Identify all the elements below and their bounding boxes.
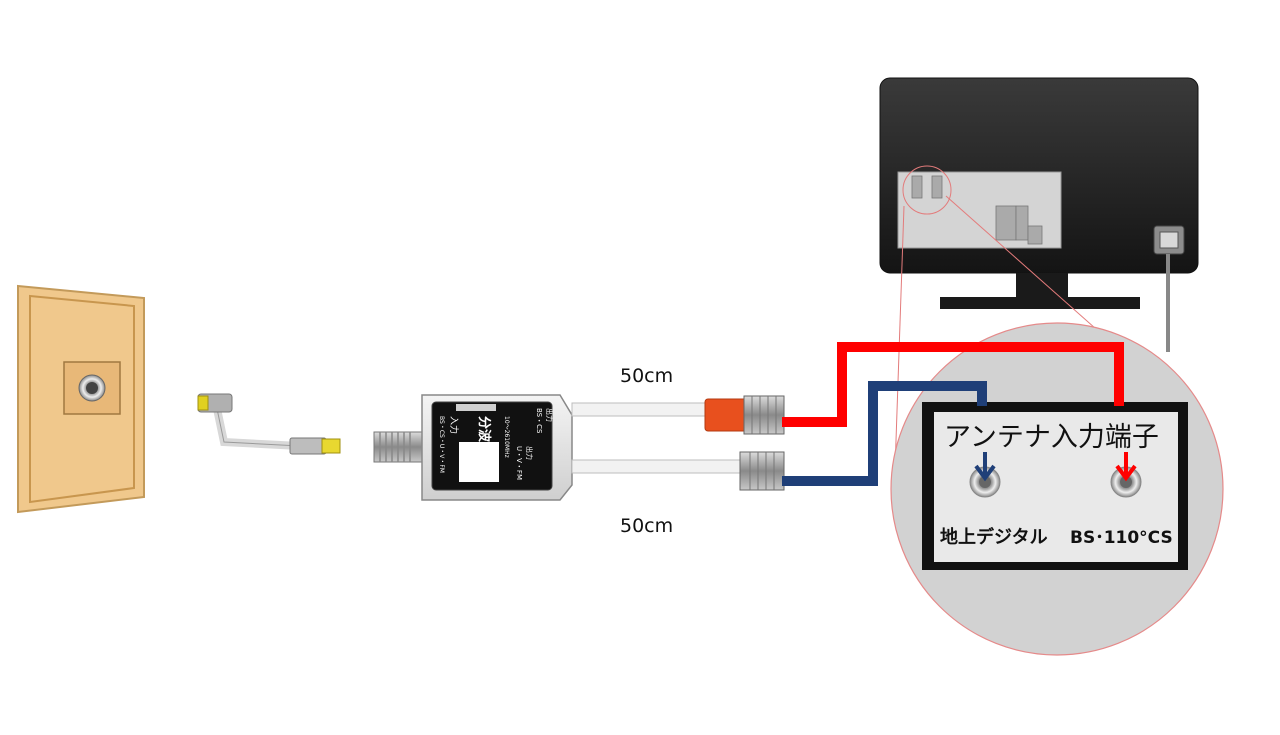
- terrestrial-cable-connector: [739, 451, 785, 491]
- terrestrial-arrow: [974, 452, 996, 482]
- splitter-input-label: 入力: [448, 416, 460, 434]
- bs-signal-wire: [782, 342, 1124, 427]
- splitter-output-right: BS・CS: [535, 408, 543, 434]
- zoomed-antenna-terminals: アンテナ入力端子 地上デジタル BS･110°CS: [890, 322, 1224, 656]
- splitter-pass-note: 10～2610MHz: [503, 416, 510, 458]
- bs-label: BS･110°CS: [1070, 528, 1173, 548]
- television: [879, 77, 1199, 352]
- terrestrial-signal-wire: [782, 381, 987, 486]
- output-cables: [571, 402, 743, 474]
- antenna-input-title: アンテナ入力端子: [944, 422, 1159, 453]
- splitter-input-bands: BS・CS・U・V・FM: [438, 416, 445, 473]
- bs-cable-connector: [704, 395, 785, 435]
- cable-length-top: 50cm: [620, 365, 673, 387]
- l-plug-cable: [197, 393, 341, 455]
- splitter-output-right-sub: 出力: [545, 408, 554, 422]
- terrestrial-label: 地上デジタル: [940, 526, 1048, 548]
- splitter-title: 分波器: [476, 416, 492, 456]
- bs-arrow: [1115, 452, 1137, 482]
- splitter-output-left-sub: 出力: [525, 446, 534, 460]
- splitter: 入力 BS・CS・U・V・FM 分波器 10～2610MHz U・V・FM 出力…: [373, 394, 573, 501]
- splitter-output-left: U・V・FM: [515, 446, 523, 480]
- cable-length-bottom: 50cm: [620, 515, 673, 537]
- wall-antenna-outlet: [17, 284, 145, 514]
